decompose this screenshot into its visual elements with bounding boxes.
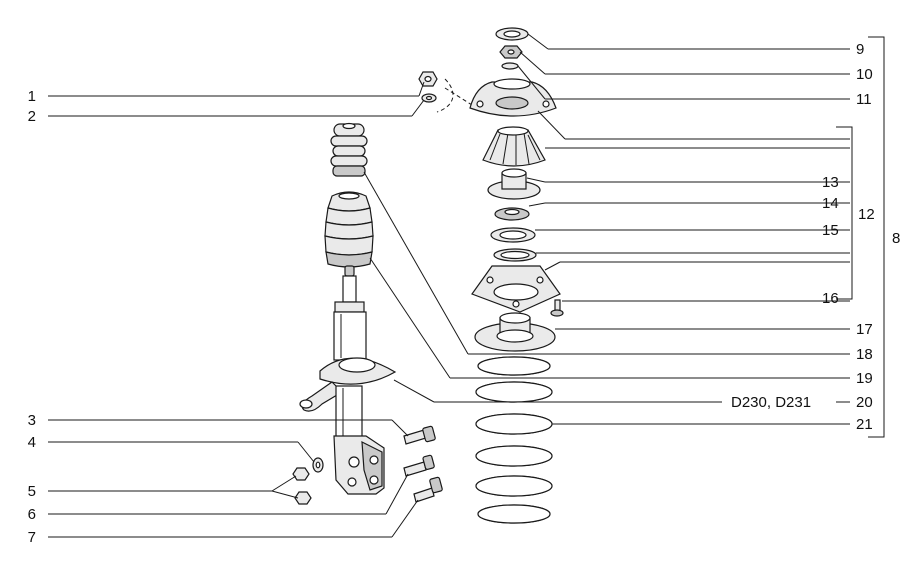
part-bump-stop <box>330 122 368 177</box>
callout-labels: 1 2 3 4 5 6 7 8 9 10 11 12 13 14 15 16 1… <box>28 41 901 546</box>
part-bolt-6 <box>403 454 435 477</box>
callout-16: 16 <box>822 290 839 307</box>
callout-3: 3 <box>28 412 36 429</box>
callout-6: 6 <box>28 506 36 523</box>
callout-9: 9 <box>856 41 864 58</box>
part-dust-boot <box>324 191 374 268</box>
callout-14: 14 <box>822 195 839 212</box>
part-bolt-3 <box>403 425 436 445</box>
part-plate-16 <box>471 265 561 313</box>
callout-19: 19 <box>856 370 873 387</box>
part-washer-9 <box>495 27 529 41</box>
callout-10: 10 <box>856 66 873 83</box>
callout-18: 18 <box>856 346 873 363</box>
part-screw-16 <box>550 299 564 317</box>
leader-lines <box>48 33 885 538</box>
part-bearing-cone <box>482 126 546 167</box>
callout-11: 11 <box>856 91 872 108</box>
callout-20-note: D230, D231 <box>731 394 811 411</box>
part-top-mount <box>469 78 557 117</box>
assembly-dashed-line <box>436 78 454 113</box>
part-nut-1 <box>418 71 438 87</box>
callout-2: 2 <box>28 108 36 125</box>
callout-7: 7 <box>28 529 36 546</box>
part-coil-spring-21 <box>475 356 553 524</box>
part-bearing-14 <box>494 207 530 221</box>
part-washer-11 <box>501 62 519 70</box>
callout-5: 5 <box>28 483 36 500</box>
callout-15: 15 <box>822 222 839 239</box>
part-washer-4 <box>312 457 324 473</box>
part-washer-2 <box>421 93 437 103</box>
callout-4: 4 <box>28 434 36 451</box>
callout-20: 20 <box>856 394 873 411</box>
part-nuts-5 <box>292 467 312 505</box>
callout-13: 13 <box>822 174 839 191</box>
part-ring-15 <box>490 227 536 243</box>
part-bolt-7 <box>413 476 443 503</box>
part-ring-12 <box>493 248 537 262</box>
part-shock-absorber <box>299 265 397 495</box>
part-seat-13 <box>487 168 541 200</box>
callout-1: 1 <box>28 88 36 105</box>
part-nut-10 <box>499 45 523 59</box>
callout-12: 12 <box>858 206 875 223</box>
callout-21: 21 <box>856 416 873 433</box>
callout-8: 8 <box>892 230 900 247</box>
part-spring-seat-17 <box>474 312 556 352</box>
callout-17: 17 <box>856 321 873 338</box>
